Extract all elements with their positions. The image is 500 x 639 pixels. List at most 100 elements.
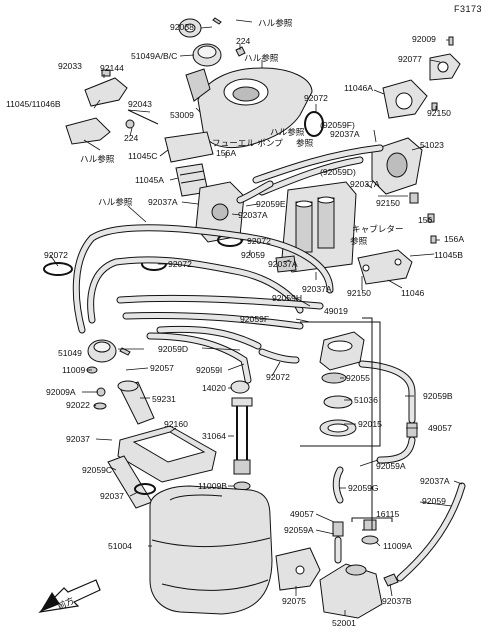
callout-92072-lower: 92072 bbox=[266, 372, 290, 382]
bolt-92009 bbox=[448, 36, 454, 46]
callout-92037a-2: 92037A bbox=[350, 179, 380, 189]
callout-11009a: 11009A bbox=[383, 541, 412, 551]
callout-hull-ref-top: ハル参照 bbox=[258, 17, 293, 28]
callout-92037-lower: 92037 bbox=[100, 491, 124, 501]
gasket-11009a bbox=[361, 535, 379, 545]
callout-156a-right: 156A bbox=[444, 234, 464, 244]
callout-92037: 92037 bbox=[66, 434, 90, 444]
callout-92037a-4: 92037A bbox=[238, 210, 268, 220]
callout-224-top: 224 bbox=[236, 36, 251, 46]
callout-49057-upper: 49057 bbox=[428, 423, 452, 433]
fuel-cap-51049 bbox=[87, 339, 131, 363]
callout-carburetor-ref: キャブレター bbox=[352, 223, 404, 234]
callout-92059a-upper: 92059A bbox=[376, 461, 406, 471]
callout-92015: 92015 bbox=[358, 419, 382, 429]
callout-92043: 92043 bbox=[128, 99, 152, 109]
callout-hull-ref-4: ハル参照 bbox=[270, 126, 305, 137]
callout-16115: 16115 bbox=[376, 509, 399, 519]
clamp-92072-far-left bbox=[43, 262, 73, 276]
callout-11045-11046b: 11045/11046B bbox=[6, 99, 61, 109]
callout-92072-top: 92072 bbox=[304, 93, 328, 103]
bracket-11045c bbox=[164, 131, 214, 163]
callout-53009: 53009 bbox=[170, 110, 194, 120]
callout-51036: 51036 bbox=[354, 395, 378, 405]
callout-92059f: 92059F bbox=[240, 314, 269, 324]
hoses bbox=[72, 144, 466, 582]
callout-hull-ref-5: ハル参照 bbox=[98, 196, 133, 207]
fitting-92037b bbox=[383, 573, 399, 587]
callout-156: 156 bbox=[418, 215, 433, 225]
callout-92075: 92075 bbox=[282, 596, 306, 606]
callout-92059f-paren: (92059F) bbox=[320, 120, 355, 130]
fuel-cock-52001 bbox=[319, 563, 383, 619]
clamp-92037-lower bbox=[134, 483, 156, 495]
callout-92022: 92022 bbox=[66, 400, 90, 410]
callout-92059-right: 92059 bbox=[422, 496, 446, 506]
bracket-cover bbox=[185, 68, 211, 102]
callout-92160: 92160 bbox=[164, 419, 188, 429]
callout-92037a-3: 92037A bbox=[148, 197, 178, 207]
filler-cap-51049abc bbox=[192, 43, 222, 67]
callout-labels: 92038 ハル参照 224 51049A/B/C ハル参照 92033 921… bbox=[6, 17, 464, 628]
callout-31064: 31064 bbox=[202, 431, 226, 441]
parts-illustration bbox=[43, 17, 461, 619]
callout-92037a-1: 92037A bbox=[330, 129, 360, 139]
callout-92037b: 92037B bbox=[382, 596, 412, 606]
filter-group-bracket bbox=[362, 317, 373, 531]
callout-92055: 92055 bbox=[346, 373, 370, 383]
callout-92059: 92059 bbox=[241, 250, 265, 260]
callout-fuel-pump-ref-suffix: 参照 bbox=[296, 137, 314, 148]
callout-92150-low: 92150 bbox=[347, 288, 371, 298]
gauge-14020 bbox=[230, 380, 250, 394]
callout-92059d: 92059D bbox=[158, 344, 188, 354]
figure-code: F3173 bbox=[454, 4, 482, 14]
callout-92072-mid: 92072 bbox=[247, 236, 271, 246]
callout-carburetor-ref-suffix: 参照 bbox=[350, 235, 368, 246]
callout-92037a-6: 92037A bbox=[302, 284, 332, 294]
callout-92057: 92057 bbox=[150, 363, 174, 373]
callout-92072-far-left: 92072 bbox=[44, 250, 68, 260]
bracket-11046b bbox=[65, 117, 111, 145]
filter-group-box bbox=[300, 321, 381, 447]
bracket-16115-group bbox=[351, 517, 393, 522]
callout-92059d-paren: (92059D) bbox=[320, 167, 356, 177]
callout-92038: 92038 bbox=[170, 22, 194, 32]
callout-11046: 11046 bbox=[401, 288, 424, 298]
callout-92033: 92033 bbox=[58, 61, 82, 71]
sender-31064 bbox=[231, 397, 253, 475]
callout-92150-mid: 92150 bbox=[376, 198, 400, 208]
callout-92072-left: 92072 bbox=[168, 259, 192, 269]
callout-224-mid: 224 bbox=[124, 133, 139, 143]
callout-11009: 11009 bbox=[62, 365, 85, 375]
bracket-11046 bbox=[357, 249, 413, 285]
front-direction-arrow: 前方 bbox=[38, 579, 101, 613]
callout-156a: 156A bbox=[216, 148, 236, 158]
fuel-tank-51004 bbox=[149, 485, 273, 615]
callout-92059i: 92059I bbox=[196, 365, 222, 375]
callout-hull-ref-3: ハル参照 bbox=[80, 153, 115, 164]
callout-92059b: 92059B bbox=[423, 391, 453, 401]
callout-51023: 51023 bbox=[420, 140, 444, 150]
callout-49019: 49019 bbox=[324, 306, 348, 316]
callout-59231: 59231 bbox=[152, 394, 176, 404]
callout-92059e: 92059E bbox=[256, 199, 286, 209]
callout-92037a-7: 92037A bbox=[420, 476, 450, 486]
callout-11045b: 11045B bbox=[434, 250, 463, 260]
callout-92009: 92009 bbox=[412, 34, 436, 44]
callout-92059g: 92059G bbox=[348, 483, 379, 493]
check-valve-49057-lower bbox=[332, 521, 344, 537]
callout-92150-top: 92150 bbox=[427, 108, 451, 118]
callout-92077: 92077 bbox=[398, 54, 422, 64]
callout-92144: 92144 bbox=[100, 63, 124, 73]
callout-11045c: 11045C bbox=[128, 151, 157, 161]
callout-51049abc: 51049A/B/C bbox=[131, 51, 177, 61]
nut-92009a bbox=[96, 387, 106, 397]
callout-92059h: 92059H bbox=[272, 293, 302, 303]
callout-92037a-5: 92037A bbox=[268, 259, 298, 269]
callout-92059c: 92059C bbox=[82, 465, 112, 475]
callout-fuel-pump-ref: フューエル ポンプ bbox=[212, 138, 283, 148]
callout-51004: 51004 bbox=[108, 541, 132, 551]
bracket-11045 bbox=[84, 77, 128, 107]
callout-49057-lower: 49057 bbox=[290, 509, 314, 519]
